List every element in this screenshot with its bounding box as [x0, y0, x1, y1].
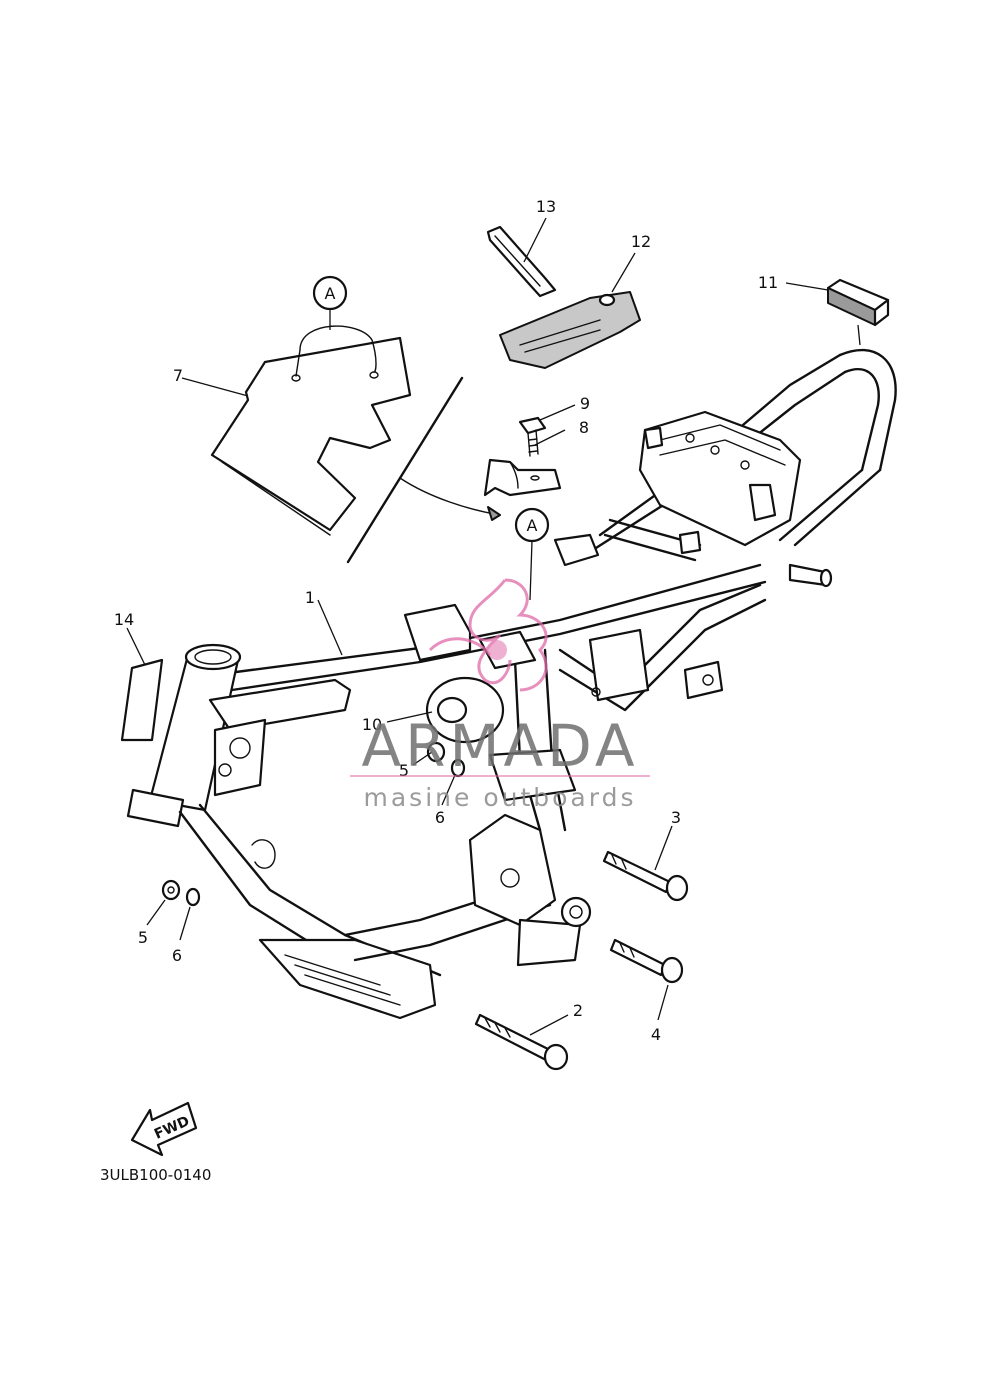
bolt-2	[474, 1013, 569, 1071]
callout-10: 10	[362, 715, 382, 734]
nut-5-center	[426, 741, 446, 763]
bracket-8	[483, 458, 562, 497]
callout-2: 2	[573, 1001, 583, 1020]
callout-12: 12	[631, 232, 651, 251]
reference-a-lower-letter: A	[527, 516, 538, 535]
callout-8: 8	[579, 418, 589, 437]
tool-bag-12	[499, 291, 641, 369]
callout-5-left: 5	[138, 928, 148, 947]
washer-6-left	[185, 887, 201, 907]
diagram-part-code: 3ULB100-0140	[100, 1166, 211, 1184]
callout-numbers: 1 2 3 4 5 6 7 8 9 10 11 12 13 14 5 6	[114, 197, 778, 1044]
bolt-9	[518, 416, 547, 457]
callout-7: 7	[173, 366, 183, 385]
callout-9: 9	[580, 394, 590, 413]
main-frame	[126, 348, 897, 1020]
bolt-4	[609, 938, 684, 984]
watermark-brand: ARMADA	[361, 712, 638, 780]
watermark-tagline: masine outboards	[364, 783, 637, 812]
callout-4: 4	[651, 1025, 661, 1044]
reference-a-lower: A	[514, 507, 550, 601]
armada-watermark: ARMADA masine outboards	[350, 578, 650, 812]
reference-a-upper-letter: A	[325, 284, 336, 303]
nut-5-left	[161, 879, 181, 901]
label-14	[120, 658, 164, 742]
callout-1: 1	[305, 588, 315, 607]
callout-14: 14	[114, 610, 134, 629]
strap-13	[486, 225, 557, 298]
bolt-3	[602, 850, 689, 902]
fwd-arrow: FWD	[130, 1101, 198, 1157]
callout-13: 13	[536, 197, 556, 216]
callout-leaders	[126, 217, 861, 1036]
reference-a-upper: A	[312, 275, 348, 330]
damper-11	[826, 278, 890, 327]
cover-plate-7	[210, 325, 501, 564]
callout-3: 3	[671, 808, 681, 827]
callout-6-center: 6	[435, 808, 445, 827]
damper-10	[425, 676, 505, 744]
callout-5-center: 5	[399, 761, 409, 780]
callout-11: 11	[758, 273, 778, 292]
callout-6-left: 6	[172, 946, 182, 965]
armada-logo-mark	[428, 578, 548, 692]
